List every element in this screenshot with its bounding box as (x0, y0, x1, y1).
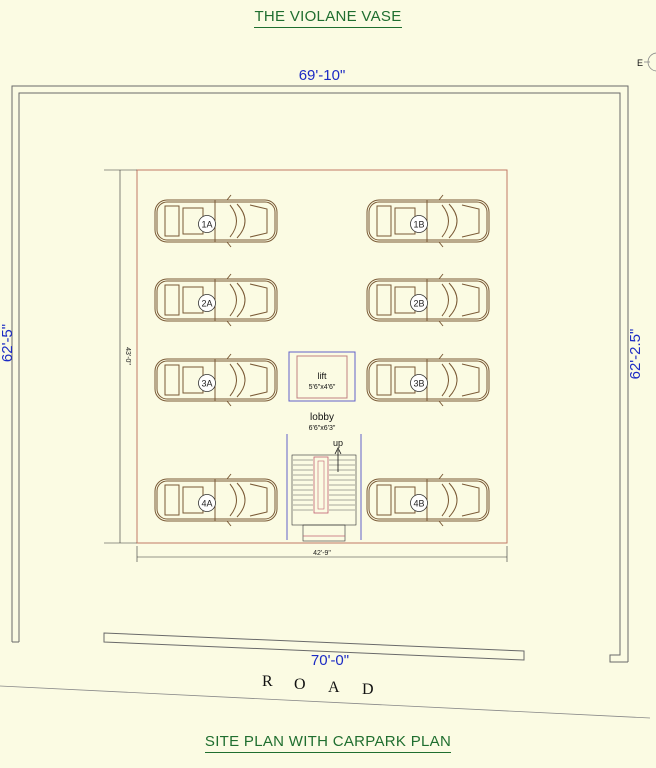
slot-marker (410, 215, 428, 233)
slot-marker (198, 215, 216, 233)
front-wall (103, 632, 525, 661)
parking-slot-label: 2A (201, 299, 212, 309)
lift-label: lift (318, 371, 327, 381)
lobby-label: lobby (310, 412, 334, 423)
slot-marker (410, 294, 428, 312)
compass-label: E (637, 58, 643, 68)
parking-slot-label: 3B (413, 379, 424, 389)
drawing-subtitle: SITE PLAN WITH CARPARK PLAN (0, 733, 656, 753)
lift-size: 5'6"x4'6" (309, 384, 336, 391)
parking-slot-label: 1A (201, 220, 212, 230)
inner-height-dimension-line (104, 169, 137, 544)
parking-area: 1A 1B 2A 2B 3A 3B 4A 4B (154, 194, 490, 527)
parking-slot-label: 3A (201, 379, 212, 389)
road-letter: A (328, 679, 340, 696)
slot-marker (198, 494, 216, 512)
stair-up-label: up (333, 438, 343, 448)
parking-slot-label: 1B (413, 220, 424, 230)
road-letter: D (362, 681, 374, 698)
road-letter: O (294, 676, 306, 693)
parked-car: 2A (154, 273, 278, 327)
lobby-size: 6'6"x6'3" (309, 425, 336, 432)
parked-car: 4A (154, 473, 278, 527)
left-dimension: 62'-5" (0, 324, 16, 362)
lift-shaft (288, 351, 356, 402)
parked-car: 1A (154, 194, 278, 248)
bottom-dimension: 70'-0" (311, 652, 349, 669)
slot-marker (198, 294, 216, 312)
inner-height-dimension: 43'-0" (124, 347, 131, 365)
site-boundary-wall (11, 85, 629, 663)
parked-car: 3B (366, 353, 490, 407)
inner-width-dimension-line (136, 546, 508, 562)
building-footprint (136, 169, 508, 544)
drawing-title: THE VIOLANE VASE (0, 8, 656, 28)
slot-marker (410, 494, 428, 512)
road-edge-line (0, 685, 651, 719)
slot-marker (410, 374, 428, 392)
parked-car: 2B (366, 273, 490, 327)
parking-slot-label: 4B (413, 499, 424, 509)
parked-car: 3A (154, 353, 278, 407)
right-dimension: 62'-2.5" (627, 329, 644, 380)
top-dimension: 69'-10" (299, 67, 346, 84)
staircase (286, 434, 362, 542)
parked-car: 1B (366, 194, 490, 248)
inner-width-dimension: 42'-9" (313, 550, 331, 557)
road-letter: R (262, 673, 273, 690)
parked-car: 4B (366, 473, 490, 527)
parking-slot-label: 2B (413, 299, 424, 309)
parking-slot-label: 4A (201, 499, 212, 509)
slot-marker (198, 374, 216, 392)
compass-icon: E (637, 52, 656, 72)
